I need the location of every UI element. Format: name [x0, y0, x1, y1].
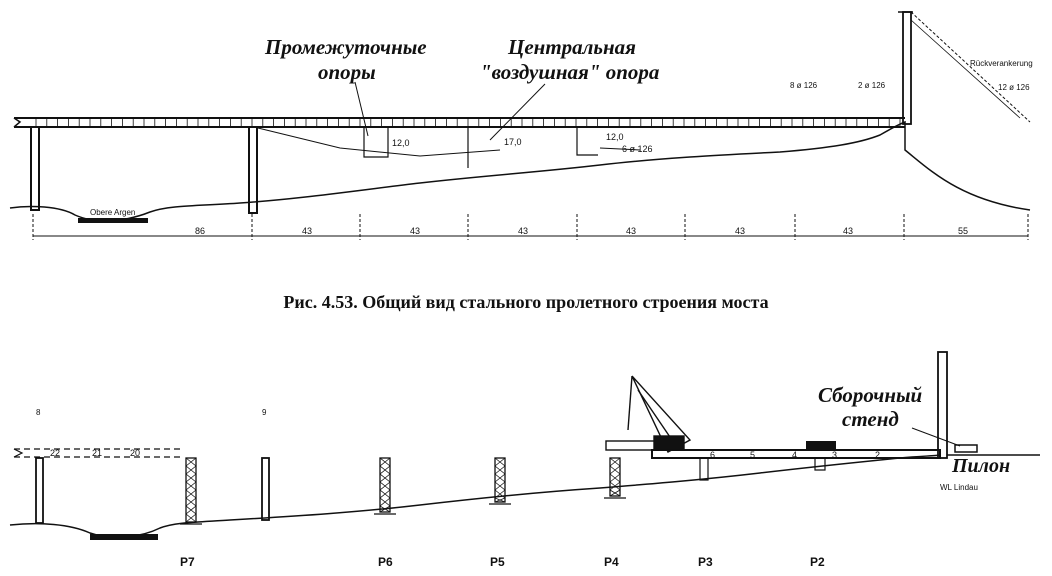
- cable-stays: [257, 117, 905, 157]
- span-5: 43: [626, 226, 636, 236]
- span-8: 55: [958, 226, 968, 236]
- river-label: Obere Argen: [90, 208, 135, 217]
- marker-9: 9: [262, 408, 267, 417]
- pier-label-p6: P6: [378, 555, 393, 569]
- pier-1: [30, 126, 40, 211]
- pylon-label: Пилон: [951, 455, 1010, 477]
- river-bed: [78, 218, 148, 223]
- segment-3: 3: [832, 450, 837, 460]
- segment-21: 21: [92, 448, 102, 458]
- label-intermediate-line1: Промежуточные: [264, 35, 427, 59]
- segment-2: 2: [875, 450, 880, 460]
- lattice-pier: [489, 457, 511, 505]
- water-level-label: WL Lindau: [940, 483, 978, 492]
- pier-label-p7: P7: [180, 555, 195, 569]
- launching-device-1: [806, 441, 836, 450]
- leader-assembly: [911, 427, 961, 447]
- span-1: 86: [195, 226, 205, 236]
- segment-4: 4: [792, 450, 797, 460]
- river-bed-bottom: [90, 534, 158, 540]
- cable-label-8: 8 ø 126: [790, 81, 818, 90]
- lattice-pier: [374, 457, 396, 515]
- launched-deck: [651, 449, 941, 459]
- label-intermediate-line2: опоры: [318, 60, 376, 84]
- label-central-line2: "воздушная" опора: [480, 60, 659, 84]
- lattice-pier: [604, 457, 626, 499]
- pylon-top: [898, 11, 1031, 125]
- cable-label-12: 12 ø 126: [998, 83, 1030, 92]
- cable-label-6: 6 ø 126: [622, 144, 653, 154]
- pier-label-p2: P2: [810, 555, 825, 569]
- lattice-pier: [180, 457, 202, 525]
- span-7: 43: [843, 226, 853, 236]
- span-ticks: [32, 214, 1029, 240]
- pier-label-p4: P4: [604, 555, 619, 569]
- left-deck-dashed: [14, 448, 180, 458]
- segment-22: 22: [50, 448, 60, 458]
- span-3: 43: [410, 226, 420, 236]
- leader-central: [489, 83, 546, 141]
- pier-2: [248, 126, 258, 214]
- lattice-piers: [180, 457, 626, 525]
- label-central-line1: Центральная: [507, 35, 636, 59]
- ground-profile: [9, 120, 1031, 222]
- segment-6: 6: [710, 450, 715, 460]
- crane: [627, 375, 692, 453]
- span-4: 43: [518, 226, 528, 236]
- existing-pier-1: [35, 457, 44, 524]
- deck-segment-ticks: [35, 118, 901, 127]
- strut-height-3: 12,0: [606, 132, 624, 142]
- cable-label-2: 2 ø 126: [858, 81, 886, 90]
- strut-height-1: 12,0: [392, 138, 410, 148]
- span-6: 43: [735, 226, 745, 236]
- assembly-stand-line2: стенд: [842, 407, 899, 431]
- pylon-bottom: [937, 351, 948, 459]
- figure-caption: Рис. 4.53. Общий вид стального пролетног…: [283, 292, 768, 312]
- anchor-label: Rückverankerung: [970, 59, 1033, 68]
- strut-height-2: 17,0: [504, 137, 522, 147]
- temporary-struts: [363, 127, 598, 168]
- leader-intermediate: [354, 81, 369, 137]
- segment-5: 5: [750, 450, 755, 460]
- assembly-block: [954, 444, 978, 453]
- pier-label-p5: P5: [490, 555, 505, 569]
- bottom-elevation: 8 9 22 21 20 6 5 4 3 2: [9, 351, 1040, 569]
- segment-20: 20: [130, 448, 140, 458]
- marker-8: 8: [36, 408, 41, 417]
- support-p2: [814, 458, 826, 471]
- ground-profile-bottom: [9, 454, 941, 538]
- pier-label-p3: P3: [698, 555, 713, 569]
- deck-left-end: [13, 117, 22, 128]
- support-p3: [699, 458, 709, 481]
- existing-pier-2: [261, 457, 270, 521]
- assembly-stand-line1: Сборочный: [818, 383, 922, 407]
- span-2: 43: [302, 226, 312, 236]
- top-elevation: 12,0 17,0 12,0 6 ø 126 Obere Argen Rückv…: [9, 11, 1033, 240]
